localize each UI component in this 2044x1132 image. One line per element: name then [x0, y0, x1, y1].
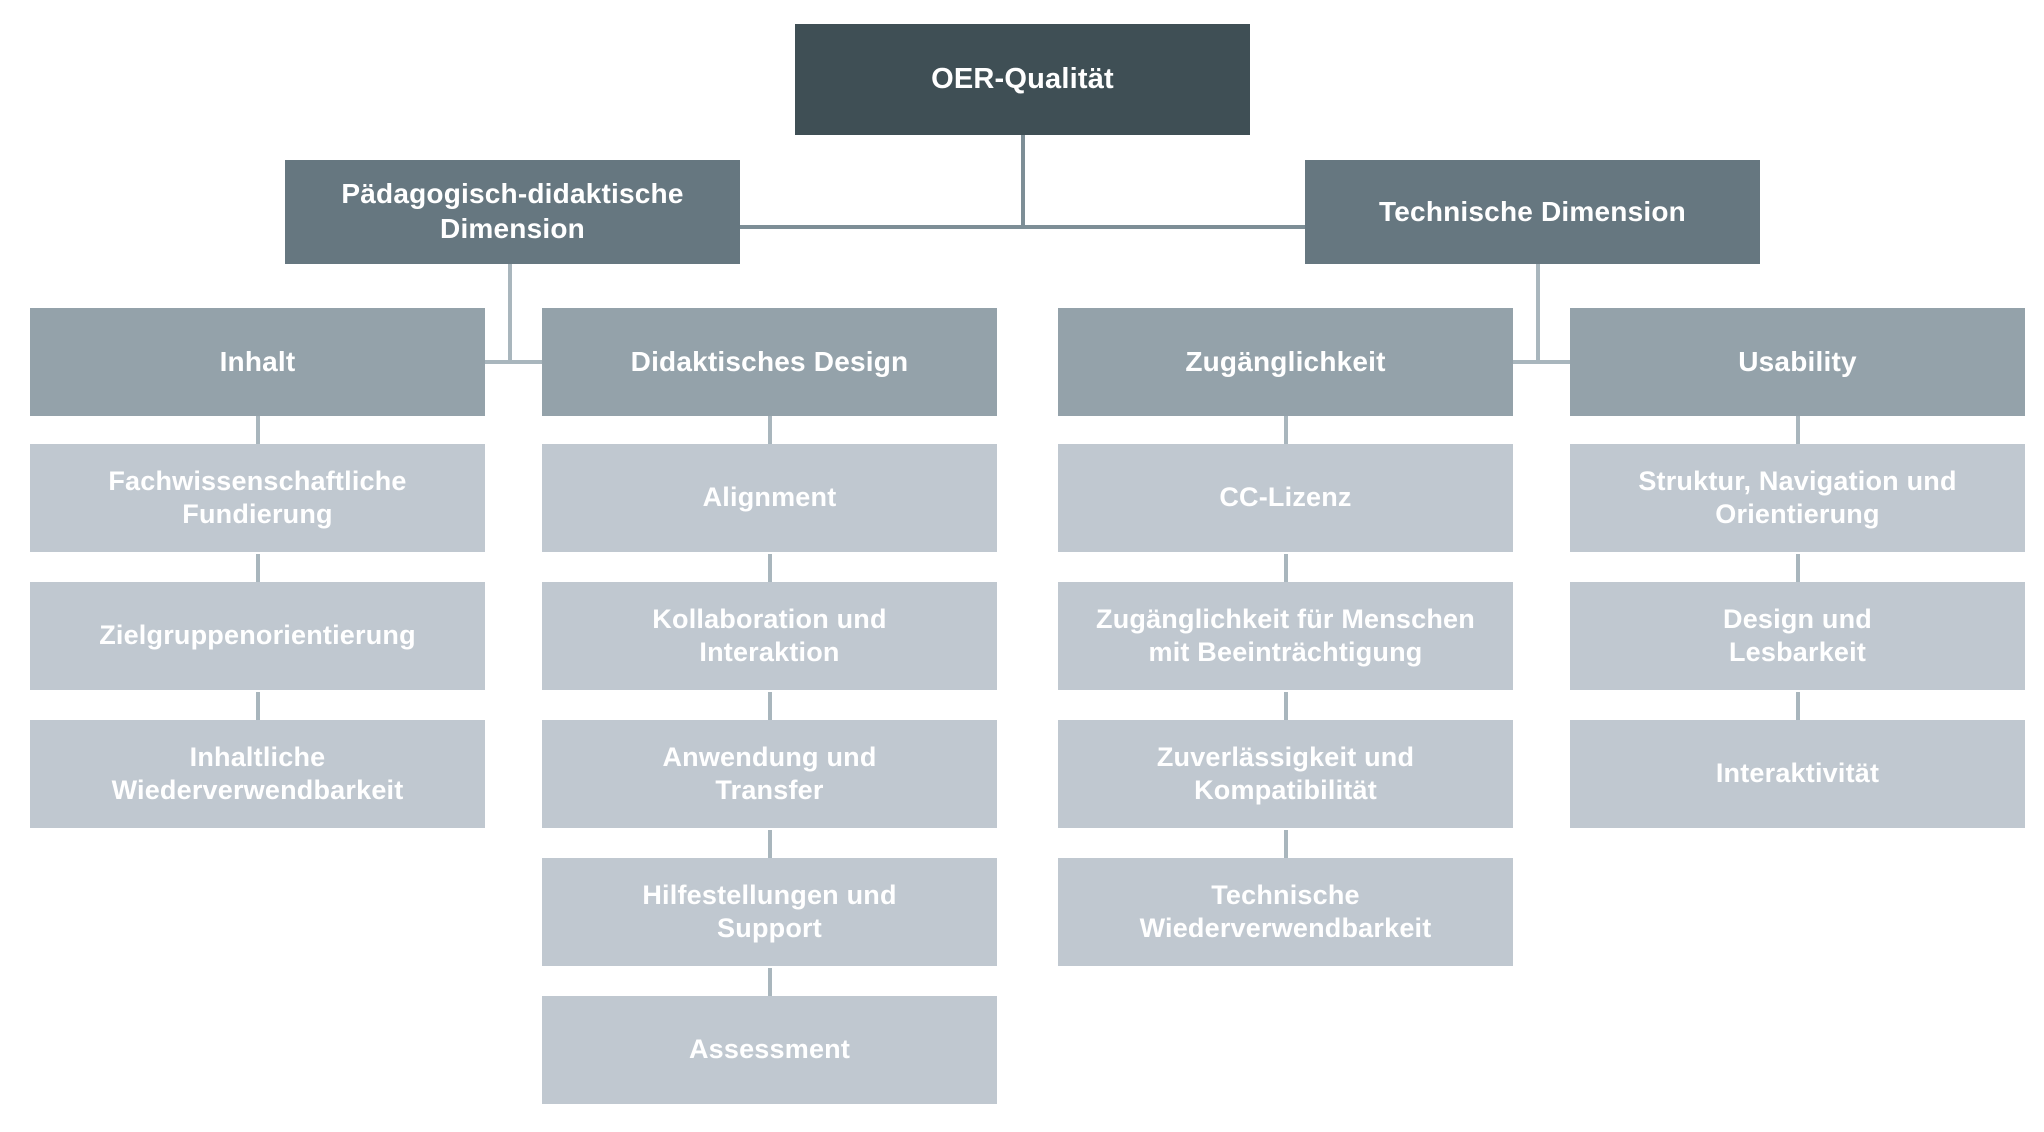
node-label: Alignment — [702, 482, 837, 513]
node-label: CC-Lizenz — [1219, 482, 1352, 513]
node-leaf-zuverlaessigkeit-und-kompatibilitaet[interactable]: Zuverlässigkeit und Kompatibilität — [1058, 720, 1513, 828]
node-label: Technische Wiederverwendbarkeit — [1139, 879, 1432, 943]
node-label: Zielgruppenorientierung — [99, 620, 416, 651]
node-leaf-interaktivitaet[interactable]: Interaktivität — [1570, 720, 2025, 828]
node-label: Zugänglichkeit für Menschen mit Beeinträ… — [1096, 603, 1475, 667]
node-category-inhalt[interactable]: Inhalt — [30, 308, 485, 416]
node-category-zugaenglichkeit[interactable]: Zugänglichkeit — [1058, 308, 1513, 416]
connector-didaktik-4 — [768, 830, 772, 858]
node-label: Design und Lesbarkeit — [1723, 603, 1872, 667]
node-leaf-alignment[interactable]: Alignment — [542, 444, 997, 552]
node-label: Fachwissenschaftliche Fundierung — [108, 465, 407, 529]
connector-inhalt-1 — [256, 416, 260, 444]
connector-usability-2 — [1796, 554, 1800, 582]
node-category-didaktisches-design[interactable]: Didaktisches Design — [542, 308, 997, 416]
node-leaf-design-und-lesbarkeit[interactable]: Design und Lesbarkeit — [1570, 582, 2025, 690]
connector-didaktik-2 — [768, 554, 772, 582]
node-label: Pädagogisch-didaktische Dimension — [341, 178, 684, 244]
connector-didaktik-3 — [768, 692, 772, 720]
node-label: Zugänglichkeit — [1185, 345, 1386, 377]
node-leaf-inhaltliche-wiederverwendbarkeit[interactable]: Inhaltliche Wiederverwendbarkeit — [30, 720, 485, 828]
node-leaf-zugaenglichkeit-fuer-menschen-mit-beeintraechtigung[interactable]: Zugänglichkeit für Menschen mit Beeinträ… — [1058, 582, 1513, 690]
node-leaf-fachwissenschaftliche-fundierung[interactable]: Fachwissenschaftliche Fundierung — [30, 444, 485, 552]
node-leaf-assessment[interactable]: Assessment — [542, 996, 997, 1104]
connector-zugang-4 — [1284, 830, 1288, 858]
connector-right-category-bus — [1276, 360, 1796, 364]
node-label: Inhaltliche Wiederverwendbarkeit — [111, 741, 404, 805]
node-leaf-anwendung-und-transfer[interactable]: Anwendung und Transfer — [542, 720, 997, 828]
node-label: OER-Qualität — [931, 62, 1114, 95]
node-leaf-technische-wiederverwendbarkeit[interactable]: Technische Wiederverwendbarkeit — [1058, 858, 1513, 966]
connector-didaktik-1 — [768, 416, 772, 444]
connector-right-dimension-down — [1536, 264, 1540, 362]
connector-left-dimension-down — [508, 264, 512, 362]
node-root-oer-qualitaet[interactable]: OER-Qualität — [795, 24, 1250, 135]
node-category-usability[interactable]: Usability — [1570, 308, 2025, 416]
connector-usability-1 — [1796, 416, 1800, 444]
connector-inhalt-3 — [256, 692, 260, 720]
node-label: Didaktisches Design — [630, 345, 909, 377]
node-label: Kollaboration und Interaktion — [652, 603, 887, 667]
connector-usability-3 — [1796, 692, 1800, 720]
node-label: Struktur, Navigation und Orientierung — [1638, 465, 1957, 529]
node-leaf-zielgruppenorientierung[interactable]: Zielgruppenorientierung — [30, 582, 485, 690]
connector-zugang-1 — [1284, 416, 1288, 444]
node-leaf-struktur-navigation-und-orientierung[interactable]: Struktur, Navigation und Orientierung — [1570, 444, 2025, 552]
connector-zugang-2 — [1284, 554, 1288, 582]
connector-didaktik-5 — [768, 968, 772, 996]
node-leaf-cc-lizenz[interactable]: CC-Lizenz — [1058, 444, 1513, 552]
node-label: Interaktivität — [1715, 758, 1880, 789]
node-leaf-hilfestellungen-und-support[interactable]: Hilfestellungen und Support — [542, 858, 997, 966]
node-label: Usability — [1738, 345, 1857, 377]
node-label: Assessment — [688, 1034, 851, 1065]
node-label: Technische Dimension — [1379, 195, 1686, 227]
node-dimension-paedagogisch-didaktisch[interactable]: Pädagogisch-didaktische Dimension — [285, 160, 740, 264]
connector-inhalt-2 — [256, 554, 260, 582]
node-label: Anwendung und Transfer — [662, 741, 877, 805]
connector-left-category-bus — [248, 360, 768, 364]
node-label: Hilfestellungen und Support — [642, 879, 897, 943]
connector-dimension-bus — [508, 225, 1538, 229]
connector-root-down — [1021, 135, 1025, 227]
connector-zugang-3 — [1284, 692, 1288, 720]
node-leaf-kollaboration-und-interaktion[interactable]: Kollaboration und Interaktion — [542, 582, 997, 690]
node-label: Zuverlässigkeit und Kompatibilität — [1156, 741, 1415, 805]
node-dimension-technisch[interactable]: Technische Dimension — [1305, 160, 1760, 264]
node-label: Inhalt — [219, 345, 296, 377]
